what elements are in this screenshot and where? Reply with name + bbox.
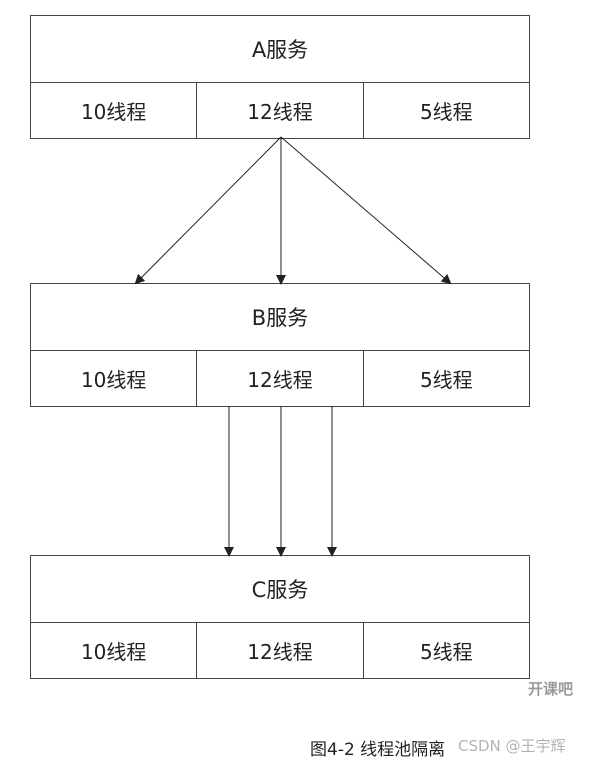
service-c-title: C服务 [31, 556, 529, 623]
service-b-title: B服务 [31, 284, 529, 351]
service-a-thread-cell: 12线程 [196, 83, 362, 138]
service-a-thread-cell: 5线程 [362, 83, 529, 138]
service-a-box: A服务 10线程 12线程 5线程 [30, 15, 530, 139]
arrow-a-to-b-left [134, 136, 282, 285]
service-c-thread-row: 10线程 12线程 5线程 [31, 623, 529, 678]
service-b-thread-cell: 5线程 [362, 351, 529, 406]
service-c-thread-cell: 5线程 [362, 623, 529, 678]
figure-caption: 图4-2 线程池隔离 [310, 740, 446, 760]
service-a-thread-row: 10线程 12线程 5线程 [31, 83, 529, 138]
arrow-a-to-b-right [280, 136, 452, 285]
service-b-thread-cell: 10线程 [80, 368, 147, 392]
service-b-thread-row: 10线程 12线程 5线程 [31, 351, 529, 406]
service-c-thread-cell: 12线程 [196, 623, 362, 678]
service-c-box: C服务 10线程 12线程 5线程 [30, 555, 530, 679]
service-a-thread-cell: 10线程 [80, 100, 147, 124]
service-c-thread-cell: 10线程 [80, 640, 147, 664]
service-a-title: A服务 [31, 16, 529, 83]
service-b-thread-cell: 12线程 [196, 351, 362, 406]
csdn-credit: CSDN @王宇辉 [458, 737, 566, 755]
service-b-box: B服务 10线程 12线程 5线程 [30, 283, 530, 407]
watermark-logo-text: 开课吧 [528, 680, 574, 698]
